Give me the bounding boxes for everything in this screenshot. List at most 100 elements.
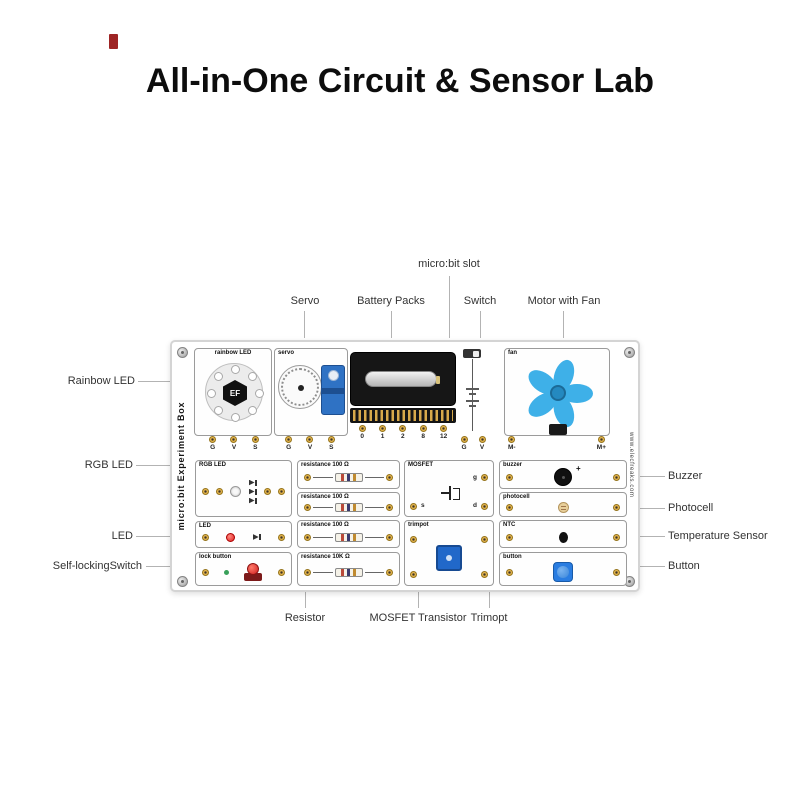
module-content	[304, 530, 393, 544]
module-label: resistance 10K Ω	[301, 554, 350, 560]
screw-icon	[177, 576, 188, 587]
pin: S	[251, 436, 259, 451]
module-content	[506, 501, 620, 513]
circuit-wire	[472, 359, 473, 431]
callout-battery-packs: Battery Packs	[357, 295, 425, 307]
module-content	[202, 530, 285, 544]
pad-icon	[304, 533, 311, 541]
module-mosfet: MOSFET g s d	[404, 460, 494, 517]
ef-logo-icon: EF	[223, 380, 247, 406]
pad-icon	[216, 488, 224, 495]
battery-symbol-bar	[469, 393, 476, 395]
diode-icon	[249, 479, 257, 486]
brand-mark-icon	[109, 34, 118, 49]
thermistor-icon	[558, 531, 568, 543]
pad-icon	[506, 533, 513, 541]
pin: 1	[379, 425, 387, 440]
pad-icon	[410, 571, 417, 578]
pad-icon	[277, 533, 285, 541]
pin: V	[306, 436, 314, 451]
pad-icon	[481, 474, 488, 481]
wire	[364, 477, 384, 478]
pin: 0	[358, 425, 366, 440]
pin-label: S	[329, 444, 334, 451]
pad-icon	[597, 436, 605, 443]
pin: M-	[508, 436, 516, 451]
pin: V	[230, 436, 238, 451]
module-label: trimpot	[408, 522, 429, 528]
wire	[313, 506, 333, 508]
led-dot-icon	[214, 372, 223, 381]
lock-button-icon	[243, 563, 263, 581]
leader-line	[418, 592, 419, 608]
pin-label: 12	[440, 433, 448, 440]
wire	[313, 536, 333, 538]
module-button: button	[499, 552, 627, 586]
leader-line	[632, 476, 665, 477]
pad-icon	[506, 473, 513, 481]
pad-icon	[202, 568, 209, 576]
module-label: resistance 100 Ω	[301, 494, 349, 500]
module-label: photocell	[503, 494, 530, 500]
led-dot-icon	[231, 365, 240, 374]
callout-self-locking-switch: Self-lockingSwitch	[52, 560, 142, 572]
pin-label: V	[307, 444, 313, 451]
pad-icon	[506, 568, 513, 576]
servo-dial	[278, 365, 322, 409]
pad-icon	[379, 425, 387, 432]
pin-label: 8	[421, 433, 426, 440]
pin-label: G	[461, 444, 467, 451]
servo-gear-icon	[328, 370, 339, 381]
module-label: RGB LED	[199, 462, 226, 468]
module-content	[506, 530, 620, 544]
callout-mosfet-transistor: MOSFET Transistor	[369, 612, 467, 624]
wire	[364, 571, 384, 573]
led-dot-icon	[231, 413, 240, 422]
pad-icon	[613, 503, 620, 511]
pin: V	[478, 436, 486, 451]
callout-switch: Switch	[463, 295, 497, 307]
callout-trimopt: Trimopt	[470, 612, 508, 624]
pad-icon	[613, 568, 620, 576]
module-content	[304, 470, 393, 485]
pin-label: s	[421, 502, 425, 509]
pin: 12	[440, 425, 447, 440]
fan-motor-icon	[549, 424, 567, 435]
pad-icon	[478, 436, 486, 443]
buzzer-icon	[554, 468, 572, 486]
led-dot-icon	[248, 372, 257, 381]
microbit-edge-connector	[350, 408, 456, 423]
leader-line	[480, 311, 481, 338]
pad-icon	[304, 474, 311, 481]
pad-icon	[386, 474, 393, 481]
pad-icon	[386, 503, 393, 511]
callout-led: LED	[111, 530, 133, 542]
pad-icon	[277, 488, 285, 495]
diode-icon	[249, 497, 257, 504]
gold-pins-icon	[353, 410, 453, 421]
fan-hub-icon	[550, 385, 566, 401]
module-lock-button: lock button	[195, 552, 292, 586]
callout-temperature-sensor: Temperature Sensor	[668, 530, 768, 542]
fan-pinrow: M- M+	[508, 436, 606, 451]
diode-icon	[249, 488, 257, 495]
module-label: buzzer	[503, 462, 523, 468]
pad-icon	[358, 425, 366, 432]
leader-line	[563, 311, 564, 338]
button-base	[244, 573, 263, 581]
pad-icon	[306, 436, 314, 443]
callout-button: Button	[668, 560, 700, 572]
pin-label: S	[253, 444, 258, 451]
fan-icon	[522, 356, 594, 430]
mosfet-symbol-icon	[441, 485, 461, 501]
module-ntc: NTC	[499, 520, 627, 548]
resistor-icon	[334, 567, 363, 577]
pad-icon	[481, 571, 488, 578]
leader-line	[146, 566, 193, 567]
module-content	[202, 470, 285, 513]
pad-icon	[410, 536, 417, 543]
leader-line	[138, 381, 195, 382]
pad-icon	[410, 503, 417, 510]
callout-photocell: Photocell	[668, 502, 714, 514]
leader-line	[632, 566, 665, 567]
